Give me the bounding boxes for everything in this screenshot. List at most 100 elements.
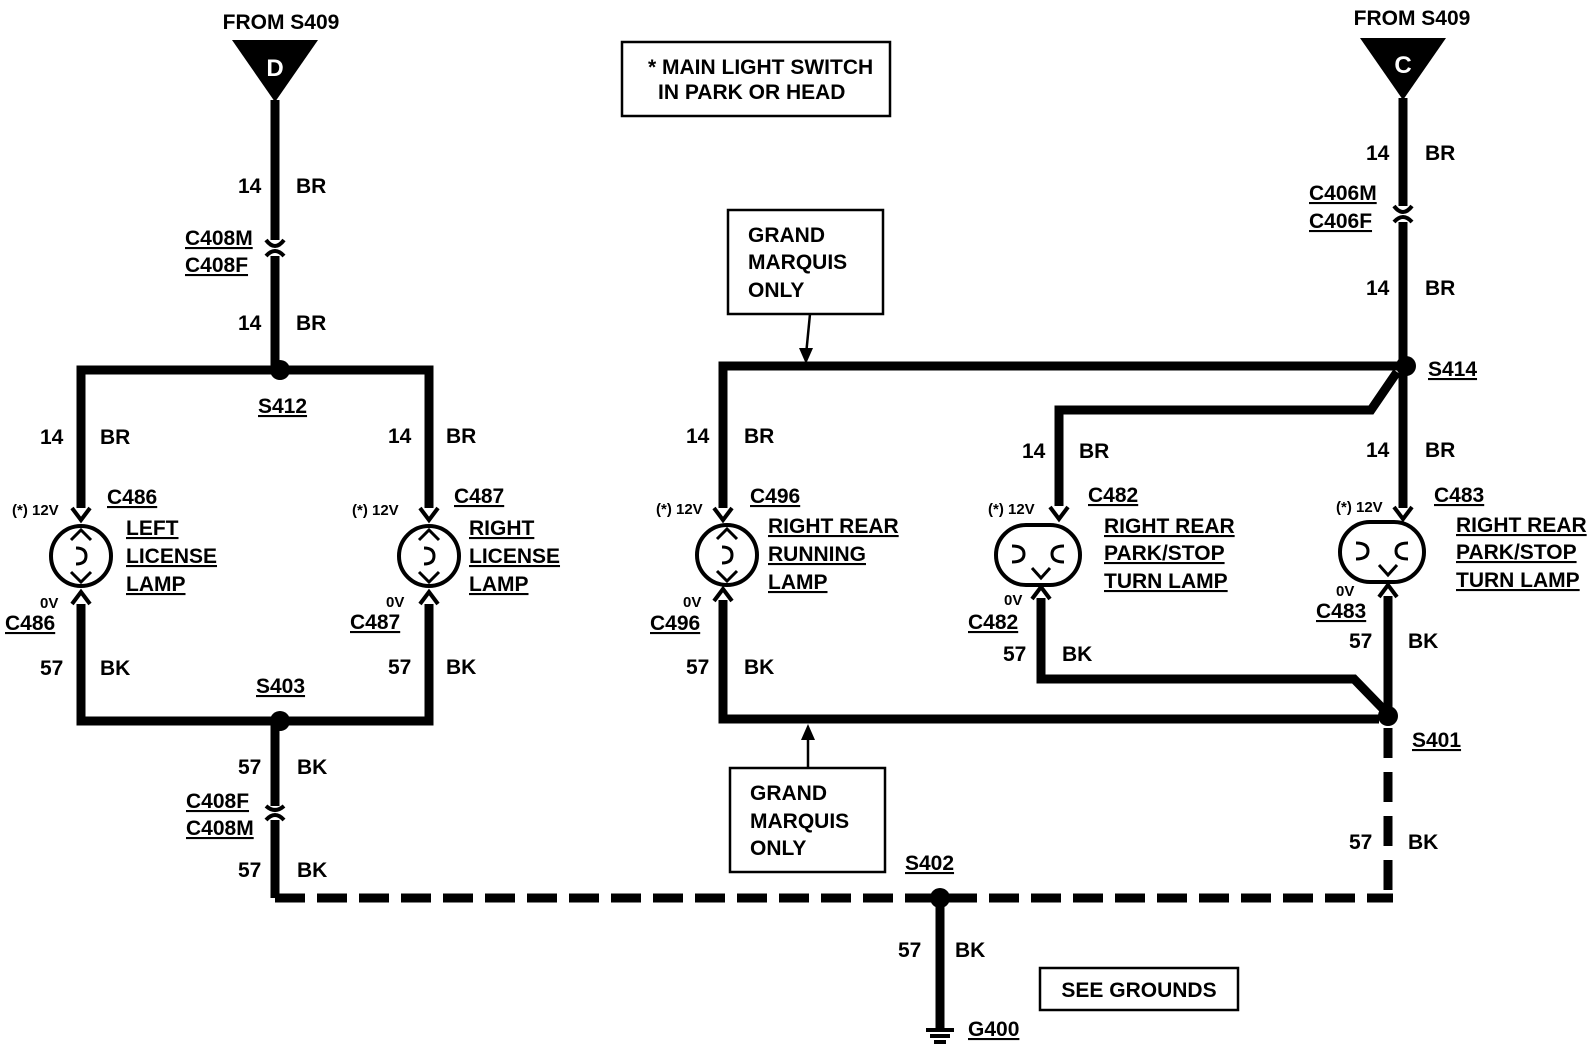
label-57: 57 bbox=[40, 657, 63, 680]
label-14: 14 bbox=[1366, 277, 1390, 300]
gm-top-line3: ONLY bbox=[748, 279, 804, 302]
label-14: 14 bbox=[1022, 440, 1046, 463]
label-0v: 0V bbox=[40, 595, 58, 612]
left-license-lamp-line1: LEFT bbox=[126, 517, 179, 540]
label-c486: C486 bbox=[107, 486, 157, 509]
label-c487: C487 bbox=[454, 485, 504, 508]
label-bk: BK bbox=[100, 657, 130, 680]
running-lamp-line3: LAMP bbox=[768, 571, 828, 594]
label-bk: BK bbox=[1062, 643, 1092, 666]
main-switch-note-line2: IN PARK OR HEAD bbox=[658, 81, 845, 104]
label-c408m: C408M bbox=[185, 227, 253, 250]
main-switch-note: * MAIN LIGHT SWITCH IN PARK OR HEAD bbox=[620, 40, 892, 118]
park-lamp-2-line3: TURN LAMP bbox=[1456, 569, 1580, 592]
label-bk: BK bbox=[744, 656, 774, 679]
right-license-lamp bbox=[397, 506, 461, 606]
label-57: 57 bbox=[1003, 643, 1026, 666]
label-12v: (*) 12V bbox=[12, 502, 59, 519]
splice-s403-dot bbox=[270, 711, 290, 731]
park-lamp-1-line2: PARK/STOP bbox=[1104, 542, 1225, 565]
ground-bus bbox=[275, 728, 1393, 1044]
source-c-from: FROM S409 bbox=[1354, 7, 1471, 30]
right-license-lamp-line1: RIGHT bbox=[469, 517, 535, 540]
right-rear-park-lamp-2 bbox=[1338, 505, 1426, 599]
label-g400: G400 bbox=[968, 1018, 1019, 1041]
gm-bottom-line3: ONLY bbox=[750, 837, 806, 860]
label-br: BR bbox=[1425, 277, 1455, 300]
label-s403: S403 bbox=[256, 675, 305, 698]
label-bk: BK bbox=[1408, 831, 1438, 854]
left-license-lamp bbox=[49, 506, 113, 606]
right-license-lamp-line2: LICENSE bbox=[469, 545, 560, 568]
label-c408f: C408F bbox=[185, 254, 248, 277]
park-lamp-2-line2: PARK/STOP bbox=[1456, 541, 1577, 564]
label-0v: 0V bbox=[683, 594, 701, 611]
label-12v: (*) 12V bbox=[656, 501, 703, 518]
gm-top-line1: GRAND bbox=[748, 224, 825, 247]
label-c408f: C408F bbox=[186, 790, 249, 813]
label-12v: (*) 12V bbox=[988, 501, 1035, 518]
splice-s414-dot bbox=[1396, 356, 1416, 376]
label-14: 14 bbox=[1366, 142, 1390, 165]
label-57: 57 bbox=[1349, 630, 1372, 653]
label-br: BR bbox=[296, 312, 326, 335]
right-circuit-wires bbox=[718, 98, 1414, 724]
main-switch-note-line1: * MAIN LIGHT SWITCH bbox=[648, 56, 873, 79]
label-57: 57 bbox=[686, 656, 709, 679]
source-c-letter: C bbox=[1394, 52, 1411, 79]
gm-bottom-line1: GRAND bbox=[750, 782, 827, 805]
park-lamp-1-line3: TURN LAMP bbox=[1104, 570, 1228, 593]
source-d-from: FROM S409 bbox=[223, 11, 340, 34]
right-rear-running-lamp bbox=[695, 506, 759, 603]
running-lamp-line1: RIGHT REAR bbox=[768, 515, 899, 538]
see-grounds-text: SEE GROUNDS bbox=[1061, 979, 1216, 1002]
label-c487: C487 bbox=[350, 611, 400, 634]
label-br: BR bbox=[100, 426, 130, 449]
label-57: 57 bbox=[1349, 831, 1372, 854]
gm-top-line2: MARQUIS bbox=[748, 251, 847, 274]
left-circuit-wires bbox=[76, 100, 434, 898]
label-14: 14 bbox=[238, 175, 262, 198]
label-br: BR bbox=[744, 425, 774, 448]
label-c482: C482 bbox=[1088, 484, 1138, 507]
grand-marquis-note-bottom: GRAND MARQUIS ONLY bbox=[728, 724, 887, 874]
park-lamp-2-line1: RIGHT REAR bbox=[1456, 514, 1587, 537]
label-14: 14 bbox=[1366, 439, 1390, 462]
label-c406f: C406F bbox=[1309, 210, 1372, 233]
running-lamp-line2: RUNNING bbox=[768, 543, 866, 566]
label-c482: C482 bbox=[968, 611, 1018, 634]
label-bk: BK bbox=[955, 939, 985, 962]
label-br: BR bbox=[296, 175, 326, 198]
label-0v: 0V bbox=[1336, 583, 1354, 600]
label-br: BR bbox=[1425, 439, 1455, 462]
label-57: 57 bbox=[238, 859, 261, 882]
park-lamp-1-line1: RIGHT REAR bbox=[1104, 515, 1235, 538]
label-0v: 0V bbox=[1004, 592, 1022, 609]
see-grounds-box: SEE GROUNDS bbox=[1038, 966, 1240, 1012]
right-rear-park-lamp-1 bbox=[994, 505, 1082, 601]
label-14: 14 bbox=[40, 426, 64, 449]
left-license-lamp-line2: LICENSE bbox=[126, 545, 217, 568]
source-d-letter: D bbox=[266, 55, 283, 82]
label-14: 14 bbox=[388, 425, 412, 448]
label-bk: BK bbox=[297, 859, 327, 882]
label-12v: (*) 12V bbox=[1336, 499, 1383, 516]
label-0v: 0V bbox=[386, 594, 404, 611]
label-14: 14 bbox=[238, 312, 262, 335]
label-c408m: C408M bbox=[186, 817, 254, 840]
label-s401: S401 bbox=[1412, 729, 1461, 752]
label-s402: S402 bbox=[905, 852, 954, 875]
label-c496: C496 bbox=[750, 485, 800, 508]
label-14: 14 bbox=[686, 425, 710, 448]
label-57: 57 bbox=[898, 939, 921, 962]
label-br: BR bbox=[1425, 142, 1455, 165]
splice-s412-dot bbox=[270, 360, 290, 380]
label-bk: BK bbox=[1408, 630, 1438, 653]
source-d: D FROM S409 bbox=[223, 11, 340, 102]
source-c: C FROM S409 bbox=[1354, 7, 1471, 100]
label-12v: (*) 12V bbox=[352, 502, 399, 519]
label-57: 57 bbox=[238, 756, 261, 779]
label-s414: S414 bbox=[1428, 358, 1477, 381]
